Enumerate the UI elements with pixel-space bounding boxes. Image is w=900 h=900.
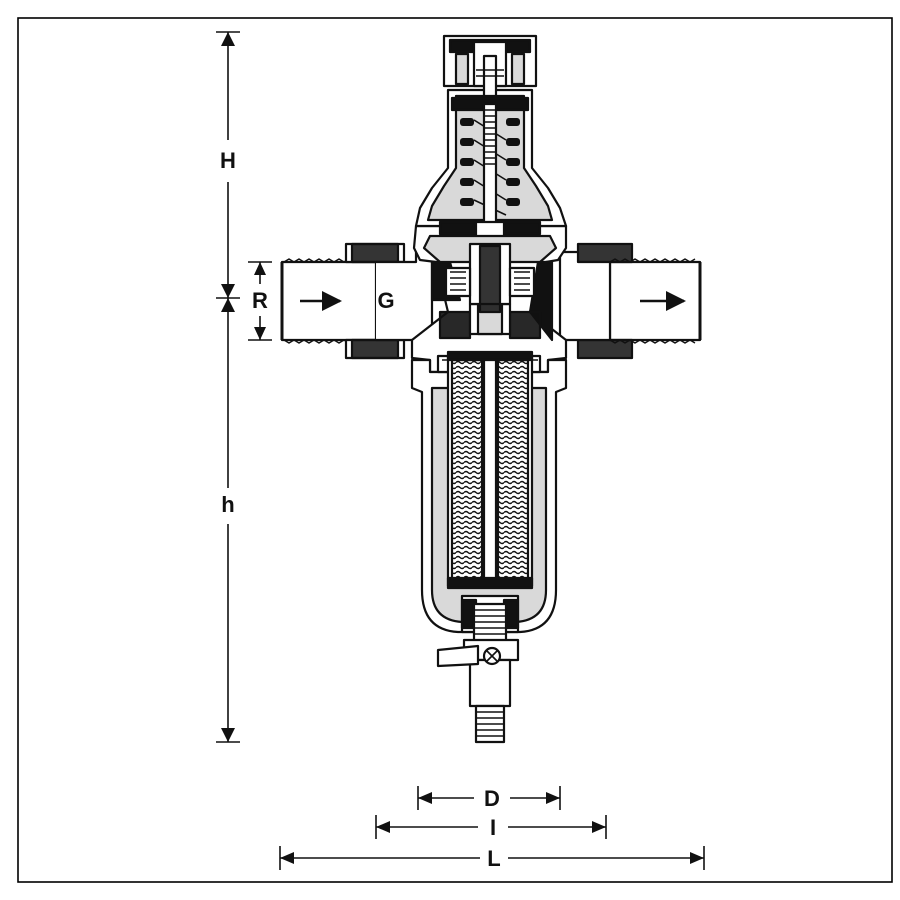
- label-R: R: [252, 288, 268, 313]
- dimension-H: H: [216, 31, 240, 298]
- spring-bonnet: [414, 88, 568, 240]
- outlet-connection: [558, 242, 702, 360]
- label-I: I: [490, 815, 496, 840]
- adjustment-knob: [442, 34, 538, 98]
- drain-lever: [436, 644, 502, 668]
- inlet-connection: G: [280, 242, 434, 360]
- spring-coils: [460, 118, 520, 206]
- dimension-D: D: [417, 786, 561, 811]
- label-D: D: [484, 786, 500, 811]
- drain-assembly: [436, 594, 520, 744]
- drawing-frame: [17, 17, 893, 883]
- label-L: L: [487, 846, 500, 871]
- dimension-I: I: [375, 815, 607, 840]
- dimension-h: h: [216, 297, 240, 743]
- pressure-reducing-filter-valve: G: [280, 34, 702, 744]
- filter-element: [446, 350, 534, 590]
- dimension-R: R: [248, 261, 272, 341]
- label-H: H: [220, 148, 236, 173]
- diaphragm-assembly: [422, 234, 558, 314]
- label-h: h: [221, 492, 234, 517]
- label-G: G: [377, 288, 394, 313]
- dimension-L: L: [279, 846, 705, 871]
